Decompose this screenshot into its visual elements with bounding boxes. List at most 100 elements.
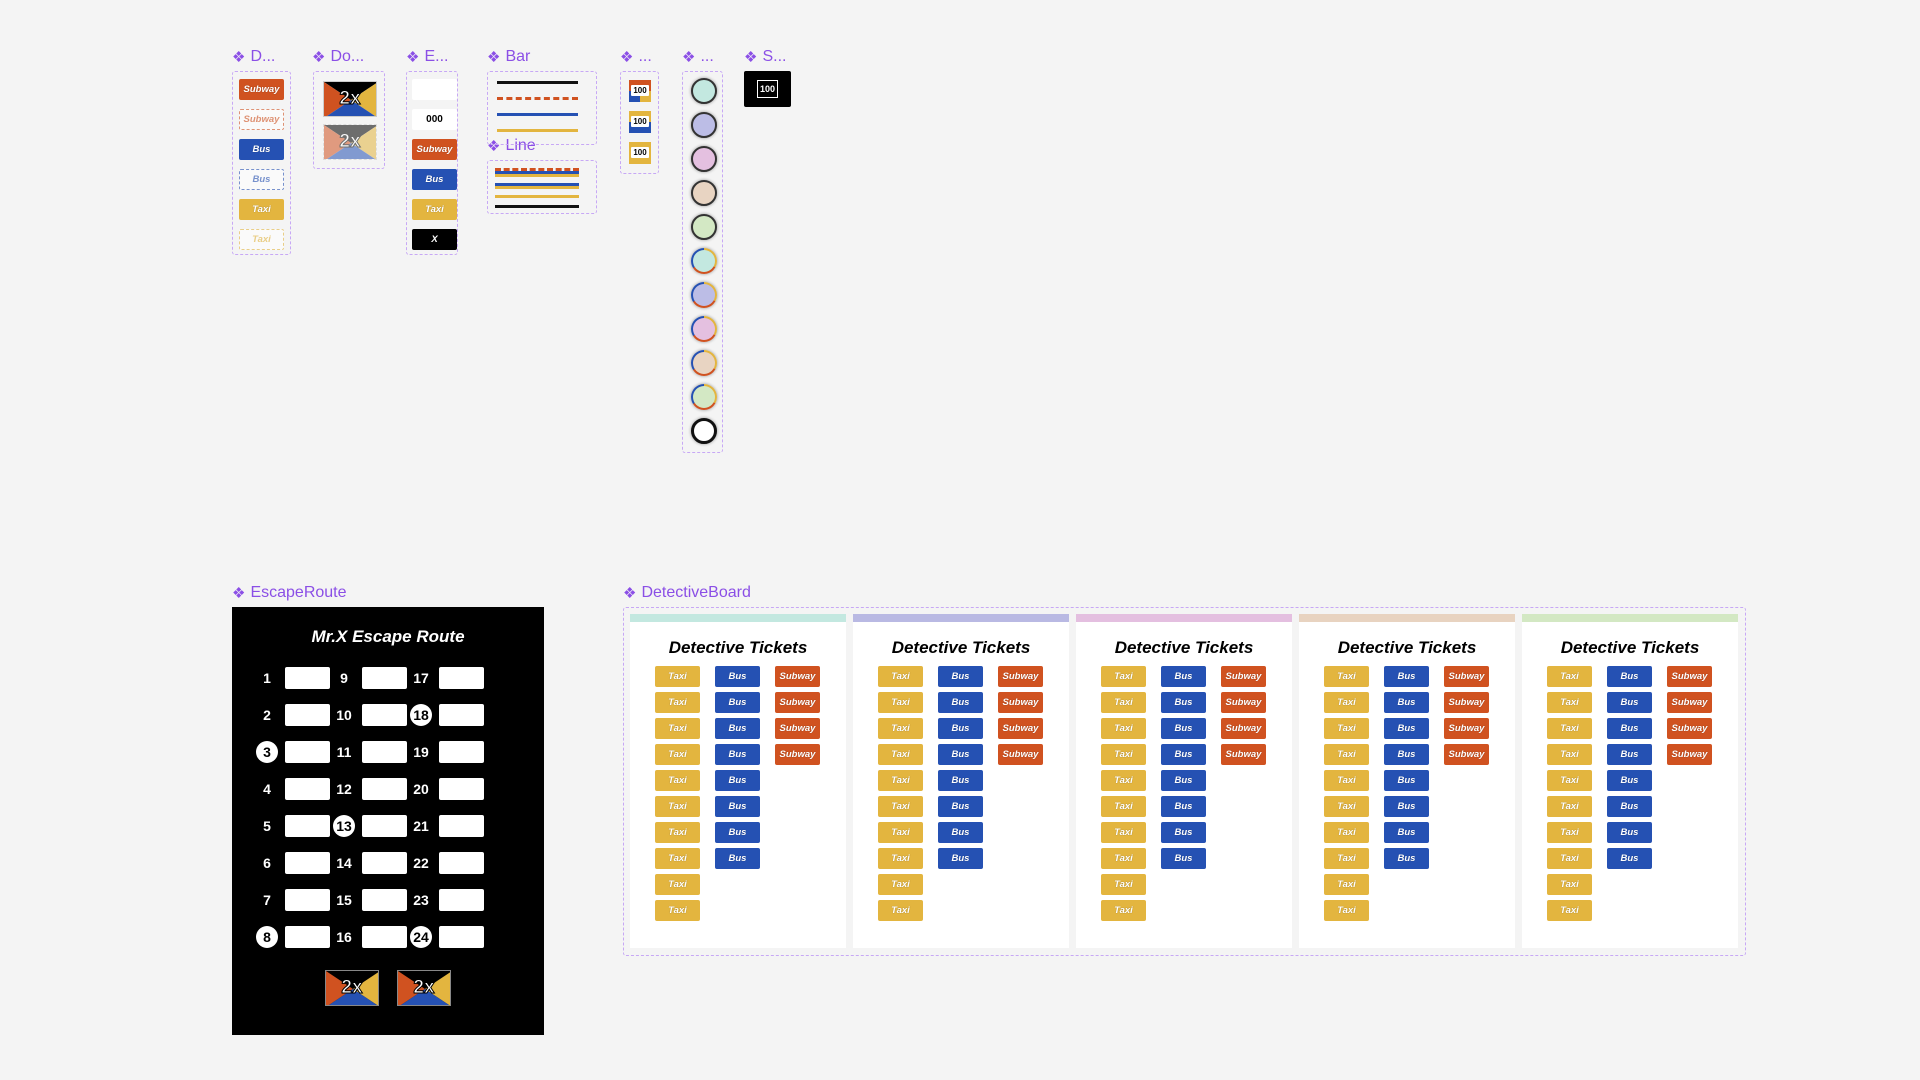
ticket-taxi[interactable]: Taxi xyxy=(878,900,923,921)
escape-slot-bus[interactable]: Bus xyxy=(412,169,457,190)
component-label-circles[interactable]: ❖... xyxy=(682,48,714,66)
ticket-bus[interactable]: Bus xyxy=(1384,770,1429,791)
ticket-taxi[interactable]: Taxi xyxy=(1101,718,1146,739)
ticket-subway[interactable]: Subway xyxy=(239,79,284,100)
ticket-bus[interactable]: Bus xyxy=(1161,822,1206,843)
ticket-bus[interactable]: Bus xyxy=(938,796,983,817)
ticket-taxi[interactable]: Taxi xyxy=(1324,666,1369,687)
escape-slot-round-23[interactable] xyxy=(439,889,484,911)
escape-slot-round-12[interactable] xyxy=(362,778,407,800)
player-marker-active[interactable] xyxy=(691,350,717,376)
escape-slot-round-19[interactable] xyxy=(439,741,484,763)
double-move-ticket[interactable]: 2x xyxy=(325,970,379,1006)
ticket-bus[interactable]: Bus xyxy=(1607,744,1652,765)
ticket-subway[interactable]: Subway xyxy=(775,692,820,713)
ticket-taxi[interactable]: Taxi xyxy=(655,718,700,739)
ticket-taxi[interactable]: Taxi xyxy=(1324,692,1369,713)
escape-slot-taxi[interactable]: Taxi xyxy=(412,199,457,220)
escape-slot-round-17[interactable] xyxy=(439,667,484,689)
ticket-taxi[interactable]: Taxi xyxy=(1101,796,1146,817)
ticket-bus[interactable]: Bus xyxy=(715,692,760,713)
ticket-bus[interactable]: Bus xyxy=(1384,692,1429,713)
escape-slot-round-14[interactable] xyxy=(362,852,407,874)
ticket-subway[interactable]: Subway xyxy=(775,666,820,687)
escape-slot-round-9[interactable] xyxy=(362,667,407,689)
ticket-taxi[interactable]: Taxi xyxy=(1547,744,1592,765)
ticket-taxi[interactable]: Taxi xyxy=(878,874,923,895)
ticket-taxi[interactable]: Taxi xyxy=(655,848,700,869)
ticket-subway[interactable]: Subway xyxy=(1221,692,1266,713)
ticket-subway-ghost[interactable]: Subway xyxy=(239,109,284,130)
component-label-do[interactable]: ❖Do... xyxy=(312,48,365,66)
ticket-bus[interactable]: Bus xyxy=(1384,822,1429,843)
ticket-bus[interactable]: Bus xyxy=(1607,822,1652,843)
ticket-taxi[interactable]: Taxi xyxy=(1101,822,1146,843)
player-marker[interactable] xyxy=(691,78,717,104)
ticket-bus[interactable]: Bus xyxy=(1384,666,1429,687)
ticket-subway[interactable]: Subway xyxy=(1444,692,1489,713)
ticket-subway[interactable]: Subway xyxy=(998,744,1043,765)
escape-slot-round-8[interactable] xyxy=(285,926,330,948)
ticket-subway[interactable]: Subway xyxy=(998,692,1043,713)
ticket-subway[interactable]: Subway xyxy=(1667,744,1712,765)
ticket-taxi[interactable]: Taxi xyxy=(1101,744,1146,765)
player-marker-active[interactable] xyxy=(691,384,717,410)
double-move-ticket-used[interactable]: 2x xyxy=(323,124,377,160)
ticket-bus[interactable]: Bus xyxy=(938,822,983,843)
player-marker[interactable] xyxy=(691,180,717,206)
escape-slot-round-15[interactable] xyxy=(362,889,407,911)
ticket-taxi[interactable]: Taxi xyxy=(1101,770,1146,791)
ticket-subway[interactable]: Subway xyxy=(775,718,820,739)
ticket-bus[interactable]: Bus xyxy=(938,692,983,713)
ticket-taxi[interactable]: Taxi xyxy=(878,718,923,739)
ticket-taxi[interactable]: Taxi xyxy=(655,796,700,817)
ticket-subway[interactable]: Subway xyxy=(775,744,820,765)
escape-slot-empty[interactable] xyxy=(412,79,457,100)
escape-slot-round-13[interactable] xyxy=(362,815,407,837)
ticket-taxi[interactable]: Taxi xyxy=(655,666,700,687)
ticket-taxi[interactable]: Taxi xyxy=(239,199,284,220)
ticket-taxi[interactable]: Taxi xyxy=(1101,900,1146,921)
ticket-subway[interactable]: Subway xyxy=(1221,718,1266,739)
ticket-taxi[interactable]: Taxi xyxy=(1547,666,1592,687)
player-marker-active[interactable] xyxy=(691,282,717,308)
escape-slot-subway[interactable]: Subway xyxy=(412,139,457,160)
ticket-bus[interactable]: Bus xyxy=(938,770,983,791)
ticket-bus[interactable]: Bus xyxy=(1384,718,1429,739)
ticket-taxi[interactable]: Taxi xyxy=(878,796,923,817)
escape-slot-round-5[interactable] xyxy=(285,815,330,837)
ticket-taxi[interactable]: Taxi xyxy=(1547,770,1592,791)
ticket-subway[interactable]: Subway xyxy=(1444,744,1489,765)
component-label-line[interactable]: ❖Line xyxy=(487,137,536,155)
ticket-bus[interactable]: Bus xyxy=(1607,718,1652,739)
ticket-taxi[interactable]: Taxi xyxy=(1324,900,1369,921)
ticket-taxi[interactable]: Taxi xyxy=(878,848,923,869)
escape-slot-round-10[interactable] xyxy=(362,704,407,726)
ticket-subway[interactable]: Subway xyxy=(1444,666,1489,687)
ticket-bus[interactable]: Bus xyxy=(1161,770,1206,791)
ticket-bus[interactable]: Bus xyxy=(715,796,760,817)
ticket-taxi[interactable]: Taxi xyxy=(1324,770,1369,791)
escape-slot-round-21[interactable] xyxy=(439,815,484,837)
ticket-taxi[interactable]: Taxi xyxy=(655,770,700,791)
ticket-taxi[interactable]: Taxi xyxy=(1324,822,1369,843)
ticket-taxi[interactable]: Taxi xyxy=(1324,796,1369,817)
escape-slot-round-18[interactable] xyxy=(439,704,484,726)
ticket-taxi[interactable]: Taxi xyxy=(878,770,923,791)
ticket-taxi[interactable]: Taxi xyxy=(1547,848,1592,869)
ticket-taxi[interactable]: Taxi xyxy=(1101,666,1146,687)
ticket-bus[interactable]: Bus xyxy=(1607,796,1652,817)
ticket-taxi[interactable]: Taxi xyxy=(878,692,923,713)
player-marker-mrx[interactable] xyxy=(691,418,717,444)
ticket-subway[interactable]: Subway xyxy=(1667,718,1712,739)
ticket-taxi[interactable]: Taxi xyxy=(1547,822,1592,843)
ticket-taxi[interactable]: Taxi xyxy=(1324,744,1369,765)
ticket-taxi[interactable]: Taxi xyxy=(1547,796,1592,817)
ticket-taxi[interactable]: Taxi xyxy=(655,822,700,843)
ticket-bus[interactable]: Bus xyxy=(938,848,983,869)
player-marker[interactable] xyxy=(691,214,717,240)
component-label-escaperoute[interactable]: ❖EscapeRoute xyxy=(232,584,347,602)
ticket-subway[interactable]: Subway xyxy=(1667,666,1712,687)
ticket-taxi[interactable]: Taxi xyxy=(655,744,700,765)
escape-slot-round-24[interactable] xyxy=(439,926,484,948)
